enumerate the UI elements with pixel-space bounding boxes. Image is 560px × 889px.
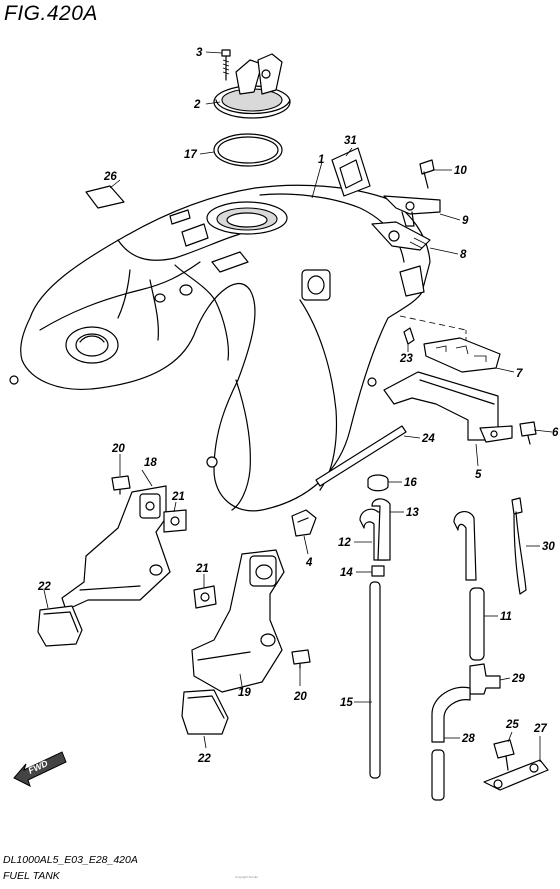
cushion-7-part[interactable] xyxy=(423,337,501,373)
callout-21-lower: 21 xyxy=(195,563,209,575)
callout-15: 15 xyxy=(340,697,353,709)
callout-29: 29 xyxy=(511,673,525,685)
callout-26: 26 xyxy=(103,171,117,183)
fuel-tank-part[interactable] xyxy=(9,184,431,512)
fuel-cap-assembly-part[interactable] xyxy=(213,53,291,119)
callout-5: 5 xyxy=(475,469,482,481)
callout-18: 18 xyxy=(144,457,157,469)
callout-21-upper: 21 xyxy=(171,491,185,503)
seal-strip-24-part[interactable] xyxy=(315,425,407,487)
cap-bolt-part[interactable] xyxy=(221,49,231,81)
callout-13: 13 xyxy=(406,507,419,519)
clamp-30-part[interactable] xyxy=(511,497,527,595)
screw-20-upper-part[interactable] xyxy=(111,475,131,495)
callout-28: 28 xyxy=(461,733,475,745)
callout-17: 17 xyxy=(184,149,197,161)
callout-11: 11 xyxy=(500,611,512,623)
side-cover-bracket-19-part[interactable] xyxy=(191,549,285,693)
callout-19: 19 xyxy=(238,687,251,699)
nut-21-lower-part[interactable] xyxy=(193,585,217,609)
diagram-name: FUEL TANK xyxy=(3,870,60,882)
hose-13-part[interactable] xyxy=(371,498,391,561)
figure-title: FIG.420A xyxy=(4,2,98,25)
side-cover-bracket-18-part[interactable] xyxy=(61,485,171,611)
filler-cap-gasket-part[interactable] xyxy=(213,133,283,167)
callout-22-left: 22 xyxy=(37,581,51,593)
callout-30: 30 xyxy=(542,541,555,553)
clip-23-part[interactable] xyxy=(403,327,415,345)
bolt-25-part[interactable] xyxy=(493,739,515,771)
callout-24: 24 xyxy=(421,433,435,445)
callout-27: 27 xyxy=(533,723,547,735)
callout-14: 14 xyxy=(340,567,353,579)
grommet-16-part[interactable] xyxy=(367,474,389,492)
hose-clip-4-part[interactable] xyxy=(291,509,317,537)
bracket-9-part[interactable] xyxy=(383,195,441,227)
rubber-22-left-part[interactable] xyxy=(37,605,83,647)
callout-12: 12 xyxy=(338,537,351,549)
callout-labels: 1 2 3 4 5 6 7 8 9 10 11 12 13 14 15 16 1… xyxy=(37,47,559,765)
callout-20-lower: 20 xyxy=(293,691,307,703)
leader-lines xyxy=(43,51,553,762)
forward-arrow-icon: FWD xyxy=(13,751,67,787)
callout-16: 16 xyxy=(404,477,417,489)
callout-2: 2 xyxy=(193,99,201,111)
callout-4: 4 xyxy=(305,557,313,569)
hose-joint-14-part[interactable] xyxy=(371,565,385,577)
callout-3: 3 xyxy=(196,47,203,59)
bolt-6-part[interactable] xyxy=(519,421,537,445)
callout-23: 23 xyxy=(399,353,413,365)
screw-20-lower-part[interactable] xyxy=(291,649,311,669)
bracket-8-part[interactable] xyxy=(371,221,431,251)
diagram-code: DL1000AL5_E03_E28_420A xyxy=(3,854,138,866)
bolt-10-part[interactable] xyxy=(419,159,435,189)
tank-mount-bracket-5-part[interactable] xyxy=(383,371,513,443)
callout-22-right: 22 xyxy=(197,753,211,765)
callout-6: 6 xyxy=(552,427,559,439)
hose-11-part[interactable] xyxy=(453,511,485,661)
breather-hose-15-part[interactable] xyxy=(369,581,381,779)
callout-10: 10 xyxy=(454,165,467,177)
callout-9: 9 xyxy=(462,215,469,227)
nut-21-upper-part[interactable] xyxy=(163,509,187,533)
callout-20-upper: 20 xyxy=(111,443,125,455)
hose-28-part[interactable] xyxy=(431,686,471,801)
rubber-22-right-part[interactable] xyxy=(181,689,229,735)
plate-27-part[interactable] xyxy=(483,759,549,791)
callout-8: 8 xyxy=(460,249,467,261)
cushion-pad-part[interactable] xyxy=(85,185,125,209)
callout-1: 1 xyxy=(318,154,324,166)
copyright-print: Copyright Suzuki xyxy=(235,875,258,879)
callout-25: 25 xyxy=(505,719,519,731)
t-joint-29-part[interactable] xyxy=(469,663,501,695)
callout-31: 31 xyxy=(344,135,357,147)
callout-7: 7 xyxy=(516,368,523,380)
